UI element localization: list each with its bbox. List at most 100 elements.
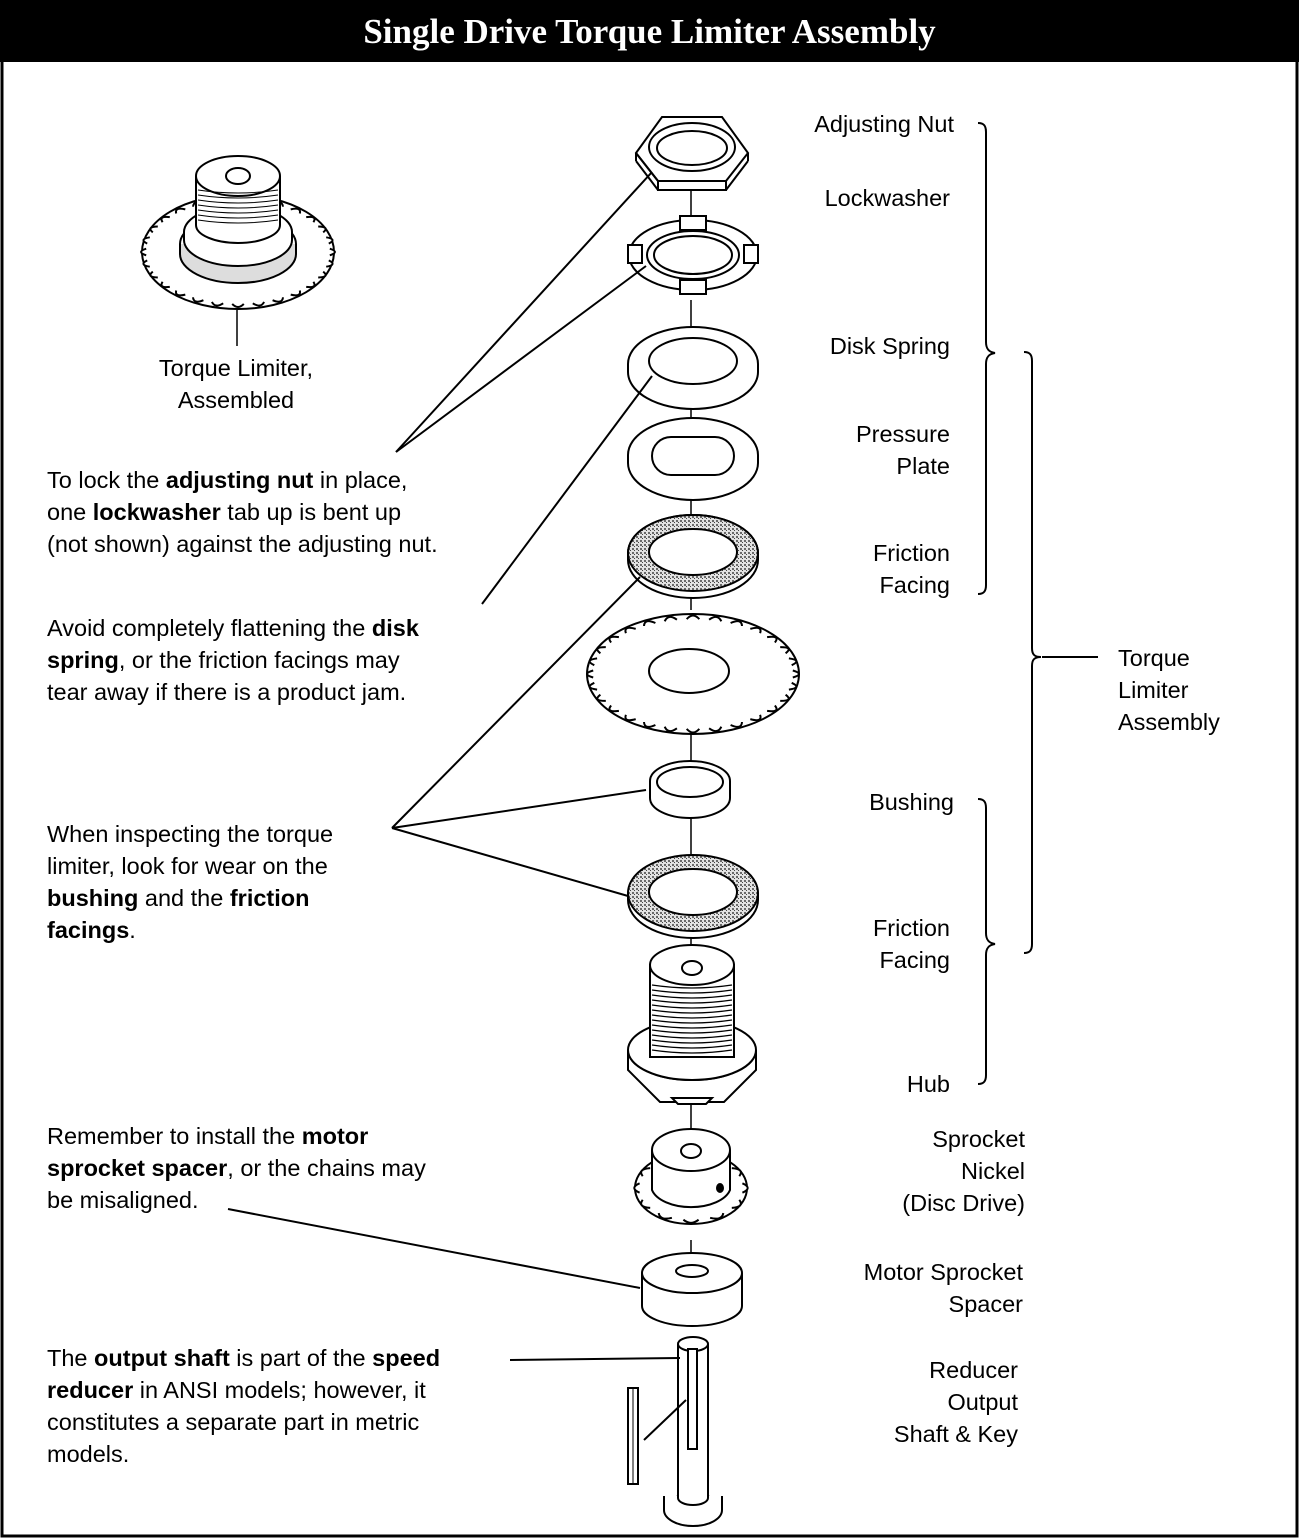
label-motor-sprocket-spacer: Motor Sprocket Spacer xyxy=(760,1256,1023,1320)
hub-thread xyxy=(651,1049,733,1054)
sprocket-tooth xyxy=(643,721,656,728)
label-pressure-plate-line-1: Pressure xyxy=(855,421,950,447)
note-emphasis: motor xyxy=(301,1123,369,1149)
sprocket-tooth xyxy=(596,693,606,702)
label-pressure-plate: Pressure Plate xyxy=(740,418,950,482)
adjusting-nut xyxy=(634,116,750,191)
hub-thread xyxy=(651,1024,733,1029)
large-sprocket xyxy=(586,613,800,735)
assembled-sprocket-tooth xyxy=(290,290,302,297)
label-lockwasher: Lockwasher xyxy=(824,185,950,211)
label-bushing: Bushing xyxy=(869,789,954,815)
assembled-sprocket-tooth xyxy=(142,236,150,245)
sprocket-tooth xyxy=(663,615,678,622)
assembled-sprocket-tooth xyxy=(140,247,147,257)
diagram-title: Single Drive Torque Limiter Assembly xyxy=(0,0,1299,62)
sprocket-tooth xyxy=(708,615,723,622)
sprocket-tooth xyxy=(780,646,790,655)
hub-thread xyxy=(651,994,733,999)
note-output-shaft: The output shaft is part of the speed re… xyxy=(47,1342,440,1470)
label-sprocket-nickel-line-2: Nickel xyxy=(961,1158,1025,1184)
hub-thread xyxy=(651,1039,733,1044)
note-text: Remember to install the xyxy=(47,1123,302,1149)
label-friction-facing-bottom-line-1: Friction xyxy=(872,915,950,941)
label-friction-facing-top: Friction Facing xyxy=(740,537,950,601)
sprocket-tooth xyxy=(788,657,798,667)
small-sprocket-tooth xyxy=(640,1199,651,1209)
small-sprocket-tooth xyxy=(709,1212,725,1220)
sprocket-tooth xyxy=(788,681,798,691)
small-sprocket-tooth xyxy=(682,1218,700,1224)
note-text: The xyxy=(47,1345,95,1371)
label-torque-limiter-assembly-line-2: Limiter xyxy=(1118,677,1189,703)
hub-thread xyxy=(651,999,733,1004)
output-shaft-and-key xyxy=(627,1336,723,1527)
brackets xyxy=(977,122,1042,1085)
sprocket-tooth xyxy=(643,620,656,627)
assembled-caption: Torque Limiter, Assembled xyxy=(120,352,352,416)
assembled-sprocket-tooth xyxy=(142,259,150,268)
note-emphasis: lockwasher xyxy=(92,499,221,525)
note-emphasis: spring xyxy=(47,647,119,673)
label-sprocket-nickel-line-1: Sprocket xyxy=(932,1126,1025,1152)
torque-limiter-bracket xyxy=(1023,351,1042,954)
assembled-sprocket-tooth xyxy=(329,247,336,257)
assembled-sprocket-tooth xyxy=(326,259,334,268)
label-torque-limiter-assembly: Torque Limiter Assembly xyxy=(1118,642,1220,738)
note-text: . xyxy=(129,917,136,943)
note-text: , or the friction facings may xyxy=(118,647,400,673)
assembled-sprocket-tooth xyxy=(306,215,316,223)
sprocket-tooth xyxy=(588,657,598,667)
note-text: is part of the xyxy=(229,1345,373,1371)
note-text: Avoid completely flattening the xyxy=(47,615,372,641)
note-emphasis: adjusting nut xyxy=(165,467,314,493)
assembled-sprocket-tooth xyxy=(211,301,224,307)
assembled-sprocket-tooth xyxy=(160,215,170,223)
note-text: limiter, look for wear on the xyxy=(47,853,328,879)
hub-thread xyxy=(651,984,733,989)
label-sprocket-nickel-line-3: (Disc Drive) xyxy=(902,1190,1025,1216)
pressure-plate xyxy=(627,417,759,501)
assembled-thread xyxy=(197,189,279,194)
label-pressure-plate-line-2: Plate xyxy=(896,453,950,479)
label-disk-spring: Disk Spring xyxy=(829,333,950,359)
sprocket-tooth xyxy=(766,704,778,713)
label-reducer-output-shaft: Reducer Output Shaft & Key xyxy=(760,1354,1018,1450)
note-emphasis: disk xyxy=(371,615,419,641)
label-adjusting-nut: Adjusting Nut xyxy=(814,111,954,137)
sprocket-tooth xyxy=(780,693,790,702)
label-motor-sprocket-spacer-line-2: Spacer xyxy=(948,1291,1023,1317)
label-friction-facing-bottom: Friction Facing xyxy=(740,912,950,976)
hub-thread xyxy=(651,1029,733,1034)
assembled-sprocket-tooth xyxy=(290,207,302,214)
assembled-thread xyxy=(197,219,279,224)
sprocket-tooth xyxy=(586,669,594,679)
label-reducer-output-shaft-line-2: Output xyxy=(947,1389,1018,1415)
sprocket-tooth xyxy=(750,626,762,634)
note-emphasis: reducer xyxy=(47,1377,134,1403)
sprocket-tooth xyxy=(750,714,762,722)
label-reducer-output-shaft-line-3: Shaft & Key xyxy=(893,1421,1018,1447)
assembled-thread xyxy=(197,194,279,199)
sprocket-tooth xyxy=(685,614,701,620)
assembled-caption-line-1: Torque Limiter, xyxy=(158,355,314,381)
friction-facing-bottom xyxy=(627,854,759,939)
note-text: be misaligned. xyxy=(47,1187,199,1213)
note-text: one xyxy=(47,499,93,525)
small-sprocket-tooth xyxy=(633,1182,641,1194)
assembled-sprocket-tooth xyxy=(318,270,327,279)
sprocket-tooth xyxy=(708,726,723,733)
note-text: , or the chains may xyxy=(227,1155,426,1181)
label-friction-facing-top-line-2: Facing xyxy=(879,572,950,598)
label-hub: Hub xyxy=(906,1071,950,1097)
note-lock-adjusting-nut: To lock the adjusting nut in place, one … xyxy=(47,464,438,560)
assembled-sprocket-tooth xyxy=(160,281,170,289)
sprocket-tooth xyxy=(588,681,598,691)
small-sprocket-tooth xyxy=(640,1167,651,1177)
label-reducer-output-shaft-line-1: Reducer xyxy=(929,1357,1018,1383)
disk-spring xyxy=(627,326,759,410)
hub-thread xyxy=(651,1019,733,1024)
note-emphasis: friction xyxy=(229,885,310,911)
